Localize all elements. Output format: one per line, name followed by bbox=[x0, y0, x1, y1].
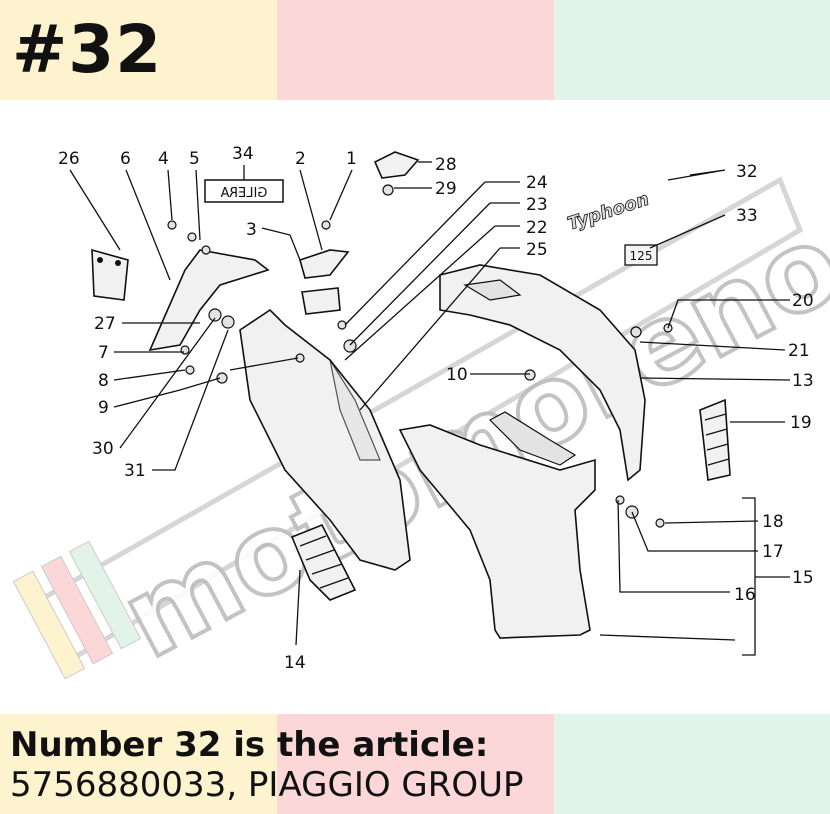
label-29: 29 bbox=[435, 179, 457, 199]
label-34: 34 bbox=[232, 144, 254, 164]
label-32: 32 bbox=[736, 162, 758, 182]
label-10: 10 bbox=[446, 365, 468, 385]
label-1: 1 bbox=[346, 149, 357, 169]
part-labels: 26 6 4 5 34 2 1 28 29 24 23 22 25 32 33 … bbox=[58, 144, 814, 673]
badge-gilera-text: GILERA bbox=[221, 186, 268, 201]
band-pink-bottom bbox=[277, 714, 554, 814]
label-15: 15 bbox=[792, 568, 814, 588]
label-27: 27 bbox=[94, 314, 116, 334]
part-19-grille bbox=[699, 398, 731, 481]
part-left-shield bbox=[239, 308, 411, 571]
band-green-bottom bbox=[554, 714, 830, 814]
caption-heading: Number 32 is the article: bbox=[10, 725, 489, 765]
bottom-color-band bbox=[0, 714, 830, 814]
label-16: 16 bbox=[734, 585, 756, 605]
label-18: 18 bbox=[762, 512, 784, 532]
badge-125-text: 125 bbox=[630, 249, 653, 263]
label-13: 13 bbox=[792, 371, 814, 391]
label-3: 3 bbox=[246, 220, 257, 240]
label-2: 2 bbox=[295, 149, 306, 169]
label-26: 26 bbox=[58, 149, 80, 169]
page-title: #32 bbox=[12, 11, 163, 88]
label-24: 24 bbox=[526, 173, 548, 193]
part-13-upper-shield bbox=[439, 264, 646, 482]
label-28: 28 bbox=[435, 155, 457, 175]
label-8: 8 bbox=[98, 371, 109, 391]
part-3-plate bbox=[299, 249, 350, 315]
label-21: 21 bbox=[788, 341, 810, 361]
part-6-inner-panel bbox=[148, 249, 270, 352]
badge-typhoon-text: Typhoon bbox=[565, 189, 652, 235]
label-6: 6 bbox=[120, 149, 131, 169]
label-22: 22 bbox=[526, 218, 548, 238]
label-17: 17 bbox=[762, 542, 784, 562]
badge-typhoon: Typhoon bbox=[565, 188, 652, 235]
band-yellow-bottom bbox=[0, 714, 277, 814]
part-26-bracket bbox=[91, 248, 129, 301]
label-7: 7 bbox=[98, 343, 109, 363]
badge-gilera: GILERA bbox=[204, 179, 284, 203]
band-pink bbox=[277, 0, 554, 100]
label-33: 33 bbox=[736, 206, 758, 226]
part-14-grille bbox=[290, 523, 357, 601]
label-4: 4 bbox=[158, 149, 169, 169]
label-31: 31 bbox=[124, 461, 146, 481]
part-15-lower-body bbox=[398, 411, 596, 639]
label-30: 30 bbox=[92, 439, 114, 459]
parts-diagram: motomoreno GILERA 125 Typhoon bbox=[12, 144, 830, 685]
badge-125: 125 bbox=[624, 244, 658, 266]
label-23: 23 bbox=[526, 195, 548, 215]
band-green bbox=[554, 0, 830, 100]
caption-article: 5756880033, PIAGGIO GROUP bbox=[10, 765, 524, 805]
label-14: 14 bbox=[284, 653, 306, 673]
part-28-cap bbox=[373, 151, 420, 196]
top-color-band bbox=[0, 0, 830, 100]
band-yellow bbox=[0, 0, 277, 100]
label-20: 20 bbox=[792, 291, 814, 311]
leader-lines bbox=[69, 161, 791, 656]
label-19: 19 bbox=[790, 413, 812, 433]
label-25: 25 bbox=[526, 240, 548, 260]
label-5: 5 bbox=[189, 149, 200, 169]
label-9: 9 bbox=[98, 398, 109, 418]
